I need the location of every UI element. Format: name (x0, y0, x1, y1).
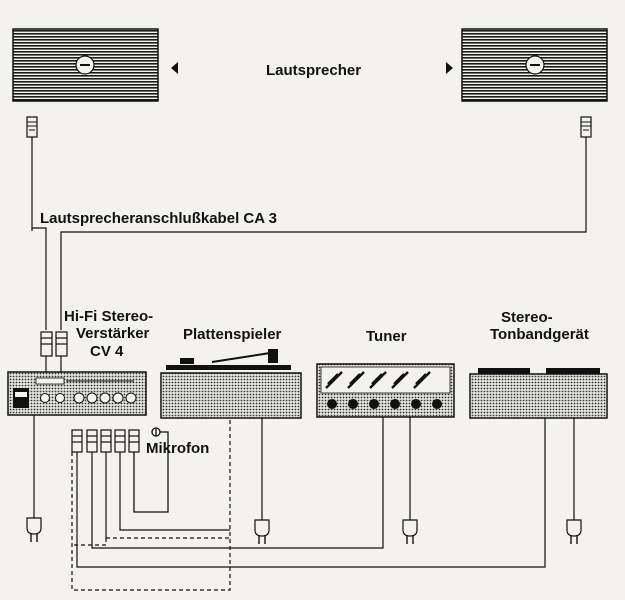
speaker-right (461, 28, 608, 102)
power-plug-tuner (402, 519, 418, 544)
power-cords (33, 415, 575, 520)
label-microphone: Mikrofon (146, 440, 209, 457)
tape-deck (469, 368, 608, 419)
amplifier (7, 371, 147, 416)
speaker-cable (31, 137, 587, 330)
label-tape-line2: Tonbandgerät (490, 326, 589, 343)
turntable (160, 349, 302, 419)
tuner (316, 363, 455, 418)
power-plug-tape-deck (566, 519, 582, 544)
speaker-left-plug (26, 116, 38, 138)
label-amplifier-line1: Hi-Fi Stereo- (64, 308, 153, 325)
power-plug-turntable (254, 519, 270, 544)
arrow-left-icon (171, 62, 178, 74)
arrow-right-icon (446, 62, 453, 74)
label-turntable: Plattenspieler (183, 326, 282, 343)
speaker-right-plug (580, 116, 592, 138)
label-tuner: Tuner (366, 328, 407, 345)
microphone-icon (133, 427, 169, 513)
power-plug-amplifier (26, 517, 42, 542)
label-speaker-cable: Lautsprecheranschlußkabel CA 3 (40, 210, 277, 227)
signal-cables (76, 417, 546, 568)
amplifier-speaker-plugs (40, 331, 68, 372)
label-amplifier-line3: CV 4 (90, 343, 124, 360)
label-amplifier-line2: Verstärker (76, 325, 150, 342)
speaker-left (12, 28, 159, 102)
amplifier-input-jacks (71, 429, 140, 453)
turntable-dashed-cable (71, 418, 231, 591)
label-tape-line1: Stereo- (501, 309, 553, 326)
label-speakers: Lautsprecher (266, 62, 361, 79)
